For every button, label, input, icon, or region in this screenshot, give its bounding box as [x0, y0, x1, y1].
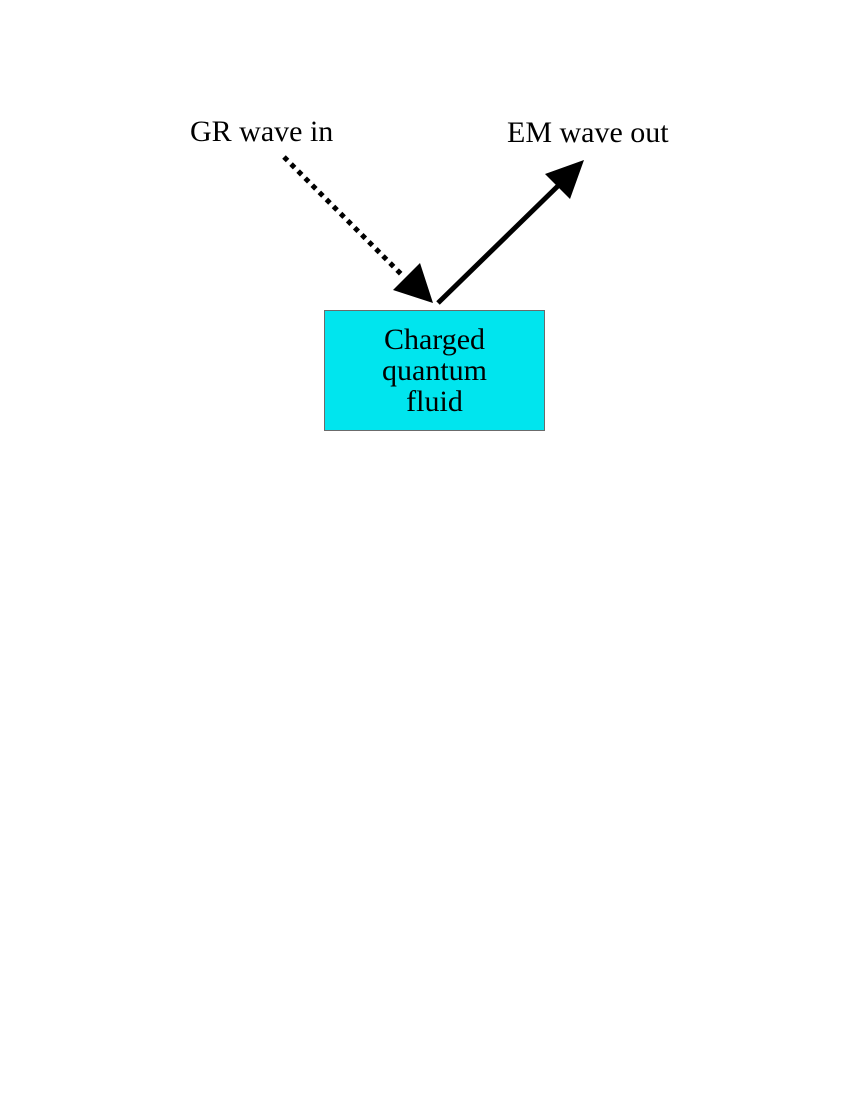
incoming-wave-label: GR wave in — [190, 115, 334, 148]
box-label: Charged quantum fluid — [325, 324, 544, 417]
incoming-arrow-shaft — [282, 155, 405, 278]
box-label-line-3: fluid — [406, 385, 463, 418]
outgoing-arrow-head — [545, 160, 584, 199]
box-label-line-1: Charged — [383, 323, 486, 356]
incoming-arrow-head — [393, 263, 433, 303]
outgoing-wave-label: EM wave out — [507, 116, 669, 149]
charged-quantum-fluid-box: Charged quantum fluid — [324, 310, 545, 431]
outgoing-arrow-shaft — [436, 180, 564, 305]
incoming-wave-arrow — [282, 155, 433, 303]
box-label-line-2: quantum — [382, 354, 487, 387]
outgoing-wave-arrow — [436, 160, 584, 305]
